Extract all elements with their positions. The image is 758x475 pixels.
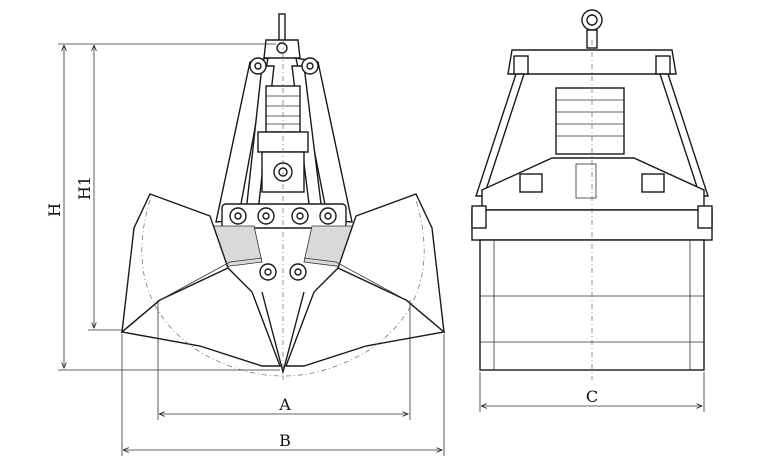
lifting-eye — [581, 9, 603, 31]
right-leg — [659, 73, 709, 197]
side-view — [471, 9, 713, 380]
dim-h-label: H — [45, 203, 64, 217]
dimension-lines — [58, 43, 705, 456]
right-shell-lower — [284, 267, 446, 367]
dim-c-label: C — [586, 387, 598, 406]
cross-beam — [221, 203, 347, 229]
head-plate — [263, 39, 301, 59]
dim-h1-label: H1 — [75, 176, 94, 200]
dim-a-label: A — [278, 395, 291, 414]
front-view — [120, 13, 446, 380]
side-motor — [555, 87, 625, 155]
dim-b-label: B — [279, 431, 291, 450]
top-beam — [507, 49, 677, 75]
side-housing — [481, 157, 705, 211]
swing-arc — [141, 199, 425, 377]
left-shell-lower — [120, 267, 282, 367]
